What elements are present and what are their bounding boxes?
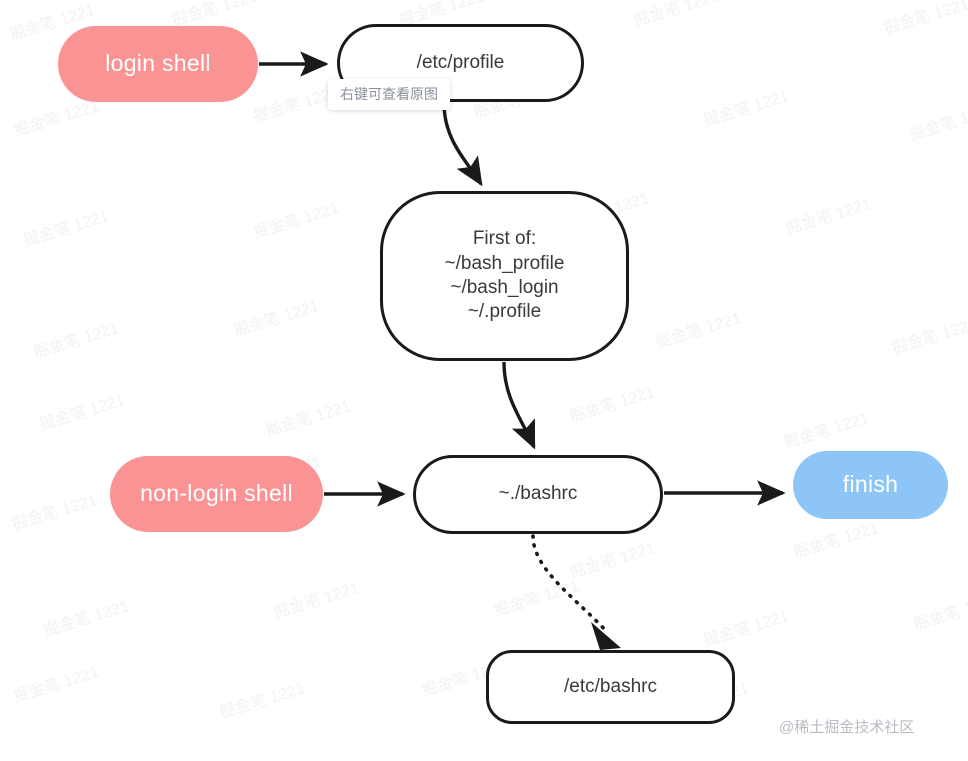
node-etc-profile-label: /etc/profile: [416, 51, 505, 73]
node-first-of-line-2: ~/bash_login: [450, 277, 559, 298]
node-first-of-line-3: ~/.profile: [467, 301, 542, 323]
node-finish-label: finish: [842, 471, 899, 498]
view-original-tooltip[interactable]: 右键可查看原图: [328, 79, 450, 110]
node-bashrc[interactable]: ~./bashrc: [413, 455, 663, 534]
edge-firstof-to-bashrc: [502, 361, 536, 450]
node-bashrc-label: ~./bashrc: [498, 483, 578, 505]
node-finish[interactable]: finish: [793, 451, 948, 519]
node-etc-bashrc[interactable]: /etc/bashrc: [486, 650, 735, 724]
tooltip-text: 右键可查看原图: [340, 86, 438, 102]
edge-profile-to-firstof: [442, 102, 483, 187]
node-first-of-line-0: First of:: [472, 228, 537, 250]
node-etc-bashrc-label: /etc/bashrc: [564, 675, 657, 697]
node-login-shell-label: login shell: [105, 50, 211, 77]
attribution-text: @稀土掘金技术社区: [779, 719, 915, 736]
node-non-login-shell[interactable]: non-login shell: [110, 456, 323, 532]
node-login-shell[interactable]: login shell: [58, 26, 258, 102]
node-non-login-shell-label: non-login shell: [140, 480, 293, 507]
edge-bashrc-to-etcbashrc: [531, 534, 621, 650]
node-first-of-line-1: ~/bash_profile: [444, 252, 565, 274]
node-first-of[interactable]: First of: ~/bash_profile ~/bash_login ~/…: [380, 191, 629, 361]
attribution-label: @稀土掘金技术社区: [779, 716, 914, 737]
